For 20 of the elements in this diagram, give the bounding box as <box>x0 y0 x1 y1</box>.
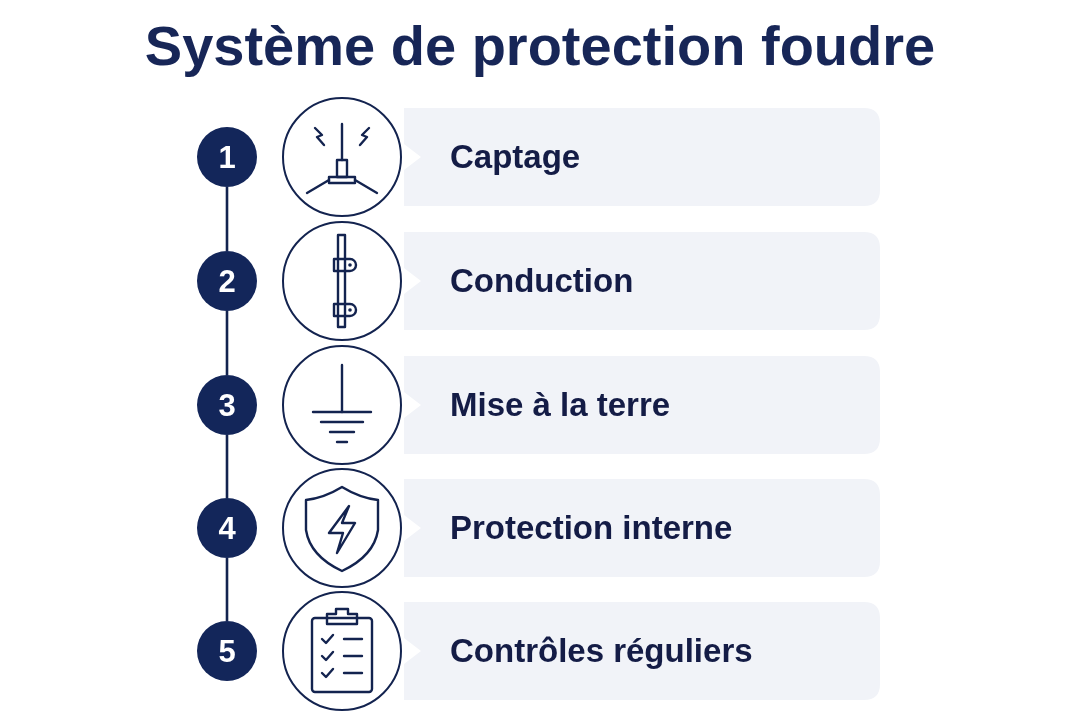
title: Système de protection foudre <box>144 13 936 79</box>
clipboard-checklist-icon <box>281 590 403 712</box>
step-label: Protection interne <box>450 509 733 547</box>
lightning-rod-icon <box>281 96 403 218</box>
connector-line <box>225 187 229 251</box>
step-label: Captage <box>450 138 581 176</box>
step-label: Contrôles réguliers <box>450 632 753 670</box>
step-number-circle: 5 <box>197 621 257 681</box>
step-number-circle: 2 <box>197 251 257 311</box>
step-number-circle: 4 <box>197 498 257 558</box>
connector-line <box>225 311 229 375</box>
step-number-circle: 3 <box>197 375 257 435</box>
step-number-circle: 1 <box>197 127 257 187</box>
step-label: Conduction <box>450 262 634 300</box>
step-label: Mise à la terre <box>450 386 671 424</box>
ground-symbol-icon <box>281 344 403 466</box>
connector-line <box>225 435 229 498</box>
shield-bolt-icon <box>281 467 403 589</box>
conductor-clamp-icon <box>281 220 403 342</box>
connector-line <box>225 558 229 621</box>
